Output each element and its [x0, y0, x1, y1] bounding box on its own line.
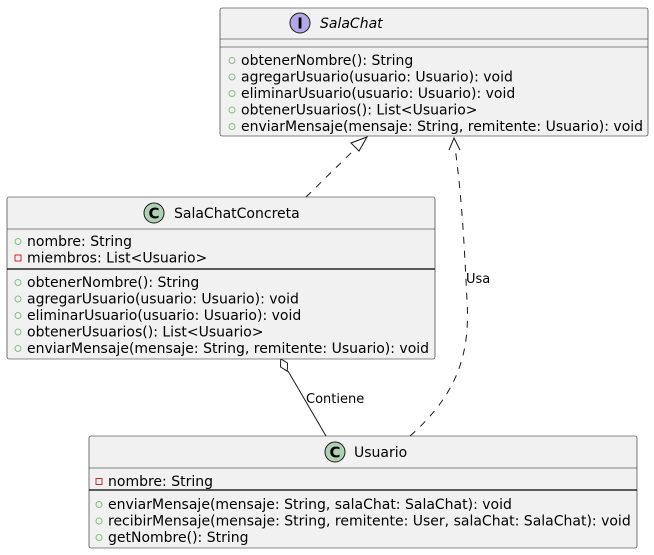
dependency-label: Usa	[466, 272, 490, 287]
realization-arrowhead	[350, 136, 369, 152]
class-badge: C	[143, 202, 165, 224]
method-text: agregarUsuario(usuario: Usuario): void	[27, 292, 299, 308]
method-text: obtenerUsuarios(): List<Usuario>	[241, 103, 478, 119]
class-badge-letter: C	[148, 205, 159, 223]
class-salachat-methods: obtenerNombre(): StringagregarUsuario(us…	[228, 53, 643, 135]
class-salachat-name: SalaChat	[320, 16, 383, 32]
public-visibility-icon	[14, 295, 22, 303]
method-text: obtenerNombre(): String	[241, 53, 413, 69]
aggregation-diamond	[279, 357, 289, 373]
public-visibility-icon	[228, 90, 236, 97]
member-row: nombre: String	[14, 234, 132, 250]
member-row: recibirMensaje(mensaje: String, remitent…	[95, 514, 631, 530]
method-text: obtenerUsuarios(): List<Usuario>	[27, 325, 264, 341]
aggregation-line	[287, 370, 327, 437]
aggregation-edge: Contiene	[279, 357, 364, 437]
method-text: agregarUsuario(usuario: Usuario): void	[241, 70, 513, 86]
method-text: getNombre(): String	[108, 530, 249, 546]
private-visibility-icon	[14, 254, 22, 262]
class-badge-letter: C	[329, 444, 340, 462]
member-row: eliminarUsuario(usuario: Usuario): void	[14, 308, 301, 324]
attribute-text: nombre: String	[108, 474, 213, 490]
private-visibility-icon	[95, 478, 103, 485]
member-row: obtenerUsuarios(): List<Usuario>	[14, 325, 264, 341]
member-row: enviarMensaje(mensaje: String, remitente…	[228, 119, 643, 135]
public-visibility-icon	[14, 279, 22, 286]
method-text: enviarMensaje(mensaje: String, salaChat:…	[108, 497, 512, 513]
public-visibility-icon	[95, 534, 103, 541]
class-salachat[interactable]: I SalaChat obtenerNombre(): Stringagrega…	[219, 7, 649, 137]
class-usuario-name: Usuario	[354, 445, 407, 461]
public-visibility-icon	[14, 328, 22, 336]
attribute-text: miembros: List<Usuario>	[27, 251, 207, 267]
member-row: obtenerUsuarios(): List<Usuario>	[228, 103, 478, 119]
method-text: recibirMensaje(mensaje: String, remitent…	[108, 514, 631, 530]
interface-badge: I	[289, 12, 311, 34]
dependency-edge: Usa	[409, 136, 490, 437]
member-row: enviarMensaje(mensaje: String, remitente…	[14, 341, 429, 357]
public-visibility-icon	[14, 238, 22, 245]
member-row: getNombre(): String	[95, 530, 249, 546]
public-visibility-icon	[228, 57, 236, 64]
class-badge: C	[324, 441, 346, 463]
class-salachatconcreta-methods: obtenerNombre(): StringagregarUsuario(us…	[14, 275, 429, 357]
public-visibility-icon	[228, 106, 236, 114]
class-salachat-box	[219, 7, 649, 137]
method-text: obtenerNombre(): String	[27, 275, 199, 291]
dependency-arrowhead	[448, 136, 461, 151]
public-visibility-icon	[95, 501, 103, 508]
member-row: miembros: List<Usuario>	[14, 251, 207, 267]
realization-edge	[305, 136, 369, 198]
member-row: eliminarUsuario(usuario: Usuario): void	[228, 86, 515, 102]
class-usuario-box	[88, 435, 638, 549]
method-text: enviarMensaje(mensaje: String, remitente…	[27, 341, 429, 357]
interface-badge-icon	[289, 12, 311, 34]
class-usuario-attributes: nombre: String	[95, 474, 213, 490]
class-usuario[interactable]: C Usuario nombre: String enviarMensaje(m…	[88, 435, 638, 549]
public-visibility-icon	[14, 345, 22, 352]
member-row: obtenerNombre(): String	[228, 53, 413, 69]
realization-line	[305, 149, 355, 198]
member-row: agregarUsuario(usuario: Usuario): void	[14, 292, 299, 308]
member-row: nombre: String	[95, 474, 213, 490]
public-visibility-icon	[228, 123, 236, 130]
member-row: enviarMensaje(mensaje: String, salaChat:…	[95, 497, 512, 513]
method-text: eliminarUsuario(usuario: Usuario): void	[27, 308, 301, 324]
class-salachatconcreta[interactable]: C SalaChatConcreta nombre: Stringmiembro…	[6, 196, 436, 360]
method-text: enviarMensaje(mensaje: String, remitente…	[241, 119, 643, 135]
attribute-text: nombre: String	[27, 234, 132, 250]
class-usuario-methods: enviarMensaje(mensaje: String, salaChat:…	[95, 497, 631, 546]
public-visibility-icon	[14, 312, 22, 319]
public-visibility-icon	[95, 517, 103, 525]
class-badge-icon	[324, 441, 346, 463]
aggregation-label: Contiene	[306, 392, 364, 407]
member-row: agregarUsuario(usuario: Usuario): void	[228, 70, 513, 86]
class-salachatconcreta-box	[6, 196, 436, 360]
member-row: obtenerNombre(): String	[14, 275, 199, 291]
class-badge-icon	[143, 202, 165, 224]
method-text: eliminarUsuario(usuario: Usuario): void	[241, 86, 515, 102]
class-salachatconcreta-name: SalaChatConcreta	[174, 206, 300, 222]
interface-badge-letter: I	[297, 15, 303, 33]
public-visibility-icon	[228, 73, 236, 81]
